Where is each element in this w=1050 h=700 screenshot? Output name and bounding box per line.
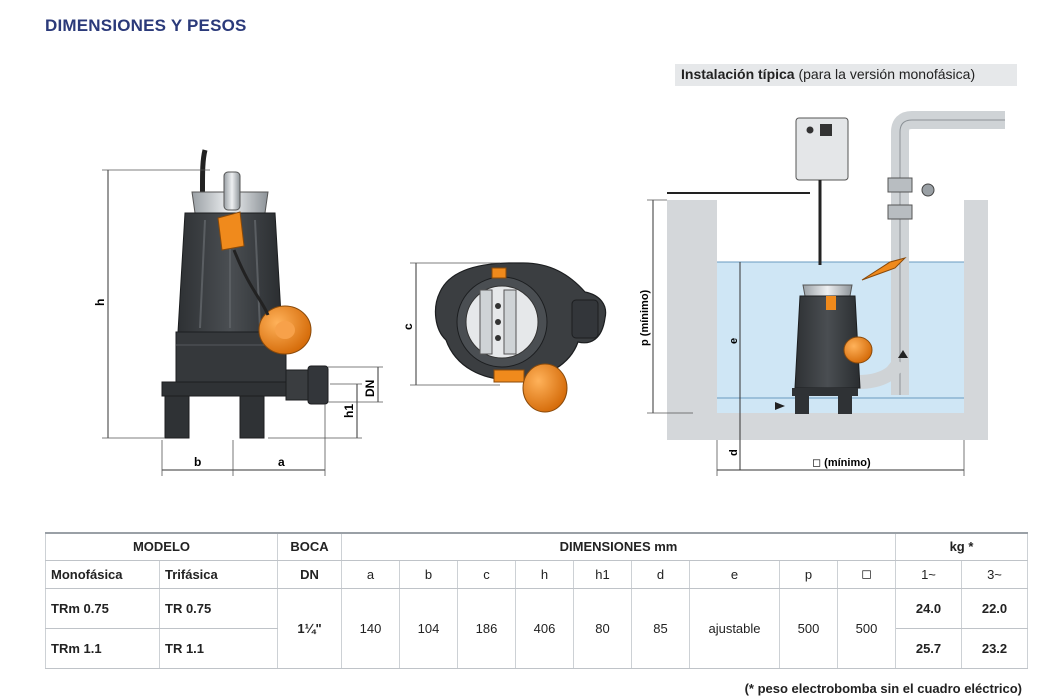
cell-dn: 1¼" [277, 587, 342, 669]
header-modelo: MODELO [45, 532, 278, 561]
label-c: c [401, 323, 415, 330]
header-kg: kg * [895, 532, 1028, 561]
cell-kg1: 25.7 [895, 627, 962, 669]
cell-h: 406 [515, 587, 574, 669]
cell-mono: TRm 1.1 [45, 627, 160, 669]
section-title: DIMENSIONES Y PESOS [45, 16, 247, 35]
pump-top-view: c [401, 262, 607, 413]
cell-kg1: 24.0 [895, 587, 962, 629]
header-monofasica: Monofásica [45, 559, 160, 589]
header-p: p [779, 559, 838, 589]
cell-kg3: 23.2 [961, 627, 1028, 669]
installation-caption-bold: Instalación típica [681, 66, 795, 82]
cell-d: 85 [631, 587, 690, 669]
technical-drawing: h b a h1 DN c [93, 111, 1005, 476]
header-dimensiones: DIMENSIONES mm [341, 532, 896, 561]
header-trifasica: Trifásica [159, 559, 278, 589]
header-h1: h1 [573, 559, 632, 589]
header-dn: DN [277, 559, 342, 589]
installation-diagram: p (mínimo) e d ◻ (mínimo) [639, 111, 1005, 476]
cell-b: 104 [399, 587, 458, 669]
header-square: ◻ [837, 559, 896, 589]
label-b: b [194, 455, 201, 469]
label-dn: DN [363, 380, 377, 397]
header-h: h [515, 559, 574, 589]
installation-caption-rest: (para la versión monofásica) [798, 66, 976, 82]
header-d: d [631, 559, 690, 589]
table-row: TRm 1.1 TR 1.1 25.7 23.2 [45, 627, 1028, 669]
label-h: h [93, 299, 107, 306]
cell-h1: 80 [573, 587, 632, 669]
header-c: c [457, 559, 516, 589]
footnote: (* peso electrobomba sin el cuadro eléct… [744, 681, 1022, 696]
table-row: TRm 0.75 TR 0.75 1¼" 140 104 186 406 80 … [45, 587, 1028, 669]
cell-tri: TR 1.1 [159, 627, 278, 669]
cell-a: 140 [341, 587, 400, 669]
cell-c: 186 [457, 587, 516, 669]
header-e: e [689, 559, 780, 589]
header-b: b [399, 559, 458, 589]
installation-caption: Instalación típica (para la versión mono… [675, 64, 1017, 86]
header-kg1: 1~ [895, 559, 962, 589]
cell-square: 500 [837, 587, 896, 669]
cell-tri: TR 0.75 [159, 587, 278, 629]
table-header-row-1: MODELO BOCA DIMENSIONES mm kg * [45, 532, 1028, 561]
label-square: ◻ (mínimo) [812, 457, 871, 469]
pump-side-view: h b a h1 DN [93, 149, 383, 476]
cell-e: ajustable [689, 587, 780, 669]
label-p: p (mínimo) [639, 289, 651, 346]
cell-mono: TRm 0.75 [45, 587, 160, 629]
header-a: a [341, 559, 400, 589]
table-header-row-2: Monofásica Trifásica DN a b c h h1 d e p… [45, 559, 1028, 589]
header-boca: BOCA [277, 532, 342, 561]
label-e: e [728, 338, 740, 344]
cell-kg3: 22.0 [961, 587, 1028, 629]
header-kg3: 3~ [961, 559, 1028, 589]
cell-p: 500 [779, 587, 838, 669]
label-a: a [278, 455, 285, 469]
label-d: d [728, 449, 740, 456]
spec-table: MODELO BOCA DIMENSIONES mm kg * Monofási… [45, 532, 1028, 669]
label-h1: h1 [342, 404, 356, 418]
